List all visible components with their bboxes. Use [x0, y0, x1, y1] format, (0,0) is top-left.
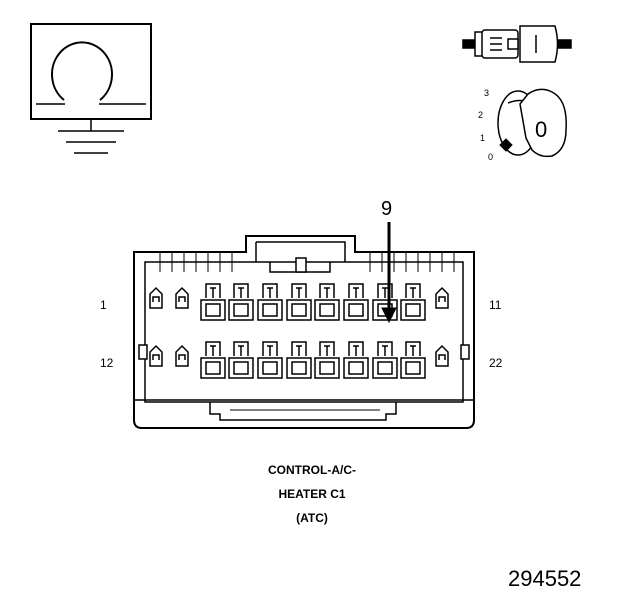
ignition-key-icon — [497, 88, 567, 158]
ohm-meter-ground-icon — [30, 23, 152, 154]
figure-number: 294552 — [508, 566, 582, 591]
pin-label-22: 22 — [489, 356, 503, 370]
pin-row-2-cavity — [200, 341, 226, 379]
pin-label-11: 11 — [489, 298, 502, 312]
pin-row-1-cavity — [257, 283, 283, 321]
pin-row-2-cavity — [314, 341, 340, 379]
terminal-row-2 — [149, 344, 449, 367]
ignition-position-1: 1 — [480, 133, 486, 143]
pin-row-2-cavity — [286, 341, 312, 379]
callout-pin-number: 9 — [381, 198, 393, 220]
connector-disconnect-icon — [462, 25, 572, 63]
caption-line-1: CONTROL-A/C- — [268, 463, 356, 477]
pin-row-1-cavity — [314, 283, 340, 321]
pin-row-1-cavity — [286, 283, 312, 321]
pin-row-2-cavity — [343, 341, 369, 379]
pin-row-2-cavity — [372, 341, 398, 379]
ignition-position-0: 0 — [488, 152, 494, 162]
pin-callout-arrow — [381, 222, 397, 324]
pin-row-2-cavity — [228, 341, 254, 379]
ignition-key-label: 0 — [535, 117, 548, 142]
pin-row-1-cavity — [400, 283, 426, 321]
caption-line-2: HEATER C1 — [278, 487, 346, 501]
ignition-position-2: 2 — [478, 110, 484, 120]
pin-cavities-row-1 — [200, 283, 426, 321]
pin-cavities-row-2 — [200, 341, 426, 379]
pin-row-1-cavity — [200, 283, 226, 321]
connector-body — [133, 235, 475, 429]
pin-label-12: 12 — [100, 356, 114, 370]
pin-label-1: 1 — [100, 298, 107, 312]
caption-line-3: (ATC) — [296, 511, 328, 525]
ignition-position-3: 3 — [484, 88, 490, 98]
pin-row-1-cavity — [228, 283, 254, 321]
pin-row-1-cavity — [343, 283, 369, 321]
pin-row-2-cavity — [257, 341, 283, 379]
terminal-row-1 — [149, 286, 449, 309]
pin-row-2-cavity — [400, 341, 426, 379]
